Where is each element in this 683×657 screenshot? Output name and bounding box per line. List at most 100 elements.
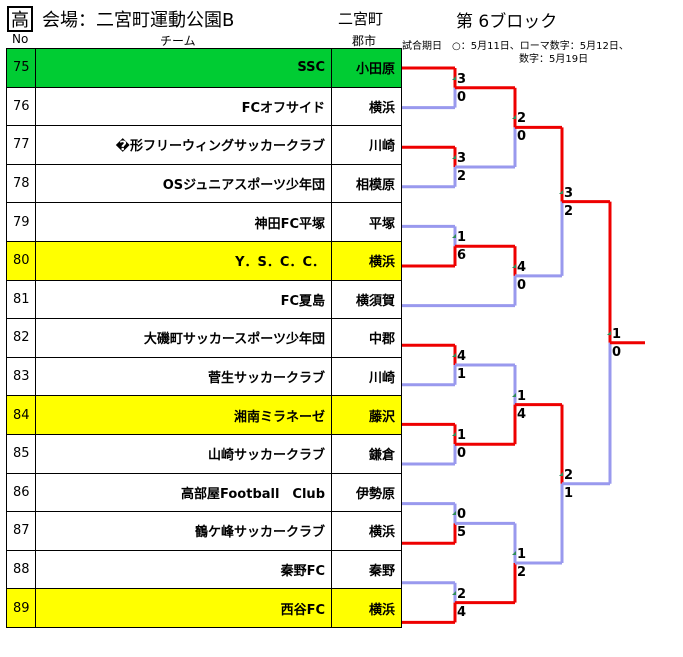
- header: 高 会場：二宮町運動公園B 二宮町 第 6ブロック 試合期日 ○：5月11日、ロ…: [0, 0, 683, 65]
- match-score: 1: [517, 547, 527, 562]
- match-marker-icon: [452, 590, 456, 595]
- match-score: 2: [564, 203, 574, 219]
- team-city: 川崎: [331, 356, 402, 397]
- match-score: 3: [457, 71, 467, 87]
- match-score: 4: [457, 604, 467, 620]
- match-score: 1: [564, 485, 574, 501]
- town-label: 二宮町: [338, 10, 384, 28]
- match-score: 1: [612, 326, 622, 342]
- column-header-team: チーム: [160, 34, 196, 48]
- team-name: 湘南ミラネーゼ: [35, 395, 332, 435]
- team-number: 79: [6, 202, 36, 242]
- match-marker-icon: [559, 189, 563, 194]
- match-score: 2: [517, 111, 527, 127]
- match-score: 0: [457, 446, 467, 462]
- match-score: 0: [517, 129, 527, 145]
- match-marker-icon: [452, 432, 456, 437]
- team-city: 小田原: [331, 48, 402, 88]
- schedule-note-2: 数字：5月19日: [519, 54, 589, 65]
- team-name: Y．S．C．C．: [35, 240, 332, 281]
- block-title: 第 6ブロック: [456, 12, 558, 32]
- match-marker-icon: [559, 471, 563, 476]
- column-header-no: No: [12, 32, 29, 46]
- match-score: 1: [517, 388, 527, 404]
- match-marker-icon: [452, 353, 456, 357]
- team-city: 鎌倉: [331, 433, 402, 474]
- match-score: 2: [457, 586, 467, 602]
- venue-title: 会場：二宮町運動公園B: [42, 10, 235, 31]
- match-marker-icon: [512, 392, 516, 397]
- match-score: 0: [517, 277, 527, 293]
- match-marker-icon: [512, 551, 516, 555]
- match-marker-icon: [452, 75, 456, 80]
- team-city: 横浜: [331, 511, 402, 551]
- team-name: �形フリーウィングサッカークラブ: [35, 125, 332, 165]
- match-marker-icon: [452, 511, 456, 516]
- match-score: 2: [517, 565, 527, 580]
- team-row: 77�形フリーウィングサッカークラブ川崎: [6, 125, 402, 165]
- match-score: 1: [457, 367, 467, 382]
- team-name: FC夏島: [35, 279, 332, 320]
- match-score: 0: [457, 89, 467, 105]
- match-marker-icon: [512, 115, 516, 120]
- team-city: 藤沢: [331, 395, 402, 435]
- team-name: 菅生サッカークラブ: [35, 356, 332, 397]
- team-city: 秦野: [331, 549, 402, 590]
- match-score: 3: [564, 185, 574, 201]
- team-city: 横浜: [331, 588, 402, 628]
- match-score: 4: [517, 259, 527, 275]
- team-name: SSC: [35, 48, 332, 88]
- team-name: 西谷FC: [35, 588, 332, 628]
- team-city: 相模原: [331, 163, 402, 204]
- team-name: 鶴ケ峰サッカークラブ: [35, 511, 332, 551]
- column-header-city: 郡市: [352, 34, 377, 48]
- team-city: 伊勢原: [331, 472, 402, 513]
- team-name: 高部屋Football Club: [35, 472, 332, 513]
- match-score: 5: [457, 525, 467, 541]
- team-name: 神田FC平塚: [35, 202, 332, 242]
- team-name: 秦野FC: [35, 549, 332, 590]
- team-city: 川崎: [331, 125, 402, 165]
- match-score: 2: [564, 467, 574, 483]
- match-score: 1: [457, 230, 467, 246]
- match-marker-icon: [512, 263, 516, 268]
- match-score: 2: [457, 169, 467, 184]
- team-number: 86: [6, 472, 36, 513]
- team-city: 横浜: [331, 86, 402, 127]
- match-score: 3: [457, 151, 467, 166]
- match-score: 0: [612, 344, 622, 360]
- match-score: 4: [457, 349, 467, 364]
- team-name: OSジュニアスポーツ少年団: [35, 163, 332, 204]
- team-number: 77: [6, 125, 36, 165]
- team-name: 山崎サッカークラブ: [35, 433, 332, 474]
- schedule-note: 試合期日 ○：5月11日、ローマ数字：5月12日、: [402, 41, 629, 52]
- match-score: 0: [457, 507, 467, 523]
- team-number: 88: [6, 549, 36, 590]
- team-city: 平塚: [331, 202, 402, 242]
- team-city: 中郡: [331, 318, 402, 358]
- match-marker-icon: [452, 155, 456, 159]
- match-score: 6: [457, 248, 467, 264]
- category-badge: 高: [7, 6, 33, 32]
- team-number: 85: [6, 433, 36, 474]
- team-number: 80: [6, 240, 36, 281]
- team-number: 83: [6, 356, 36, 397]
- match-marker-icon: [607, 330, 611, 335]
- team-city: 横浜: [331, 240, 402, 281]
- match-score: 4: [517, 406, 527, 422]
- match-marker-icon: [452, 234, 456, 239]
- match-score: 1: [457, 428, 467, 444]
